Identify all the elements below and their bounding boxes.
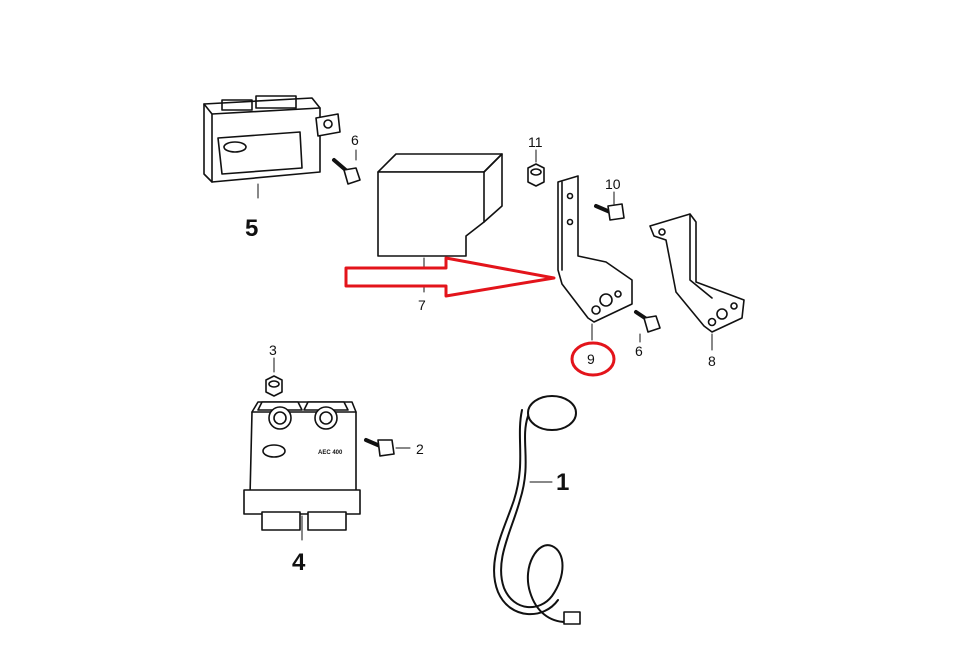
ecu-model-label: AEC 400: [318, 450, 343, 456]
part-1-cable[interactable]: [493, 395, 581, 625]
callout-2: 2: [416, 441, 424, 457]
part-2-bolt[interactable]: [364, 438, 411, 457]
callout-8: 8: [708, 353, 716, 369]
callout-11: 11: [528, 134, 543, 150]
part-6-bolt-top[interactable]: [332, 149, 361, 185]
callout-7: 7: [418, 297, 426, 313]
part-3-nut[interactable]: [265, 357, 283, 397]
callout-6-right: 6: [635, 343, 643, 359]
part-5-module[interactable]: [203, 95, 341, 199]
callout-10: 10: [605, 176, 621, 192]
part-7-cover[interactable]: [377, 153, 503, 293]
callout-4: 4: [292, 549, 306, 576]
part-6-bolt-right[interactable]: [634, 310, 661, 343]
part-10-bolt[interactable]: [594, 191, 625, 221]
callout-1: 1: [556, 469, 569, 496]
callout-9: 9: [587, 351, 595, 367]
callout-5: 5: [245, 215, 258, 242]
part-4-ecu[interactable]: [243, 401, 361, 541]
callout-6-top: 6: [351, 132, 359, 148]
highlight-circle: [570, 341, 616, 377]
callout-3: 3: [269, 342, 277, 358]
highlight-arrow: [344, 256, 556, 298]
part-9-bracket[interactable]: [557, 175, 633, 341]
part-11-nut[interactable]: [527, 149, 545, 187]
part-8-bracket[interactable]: [649, 213, 745, 351]
